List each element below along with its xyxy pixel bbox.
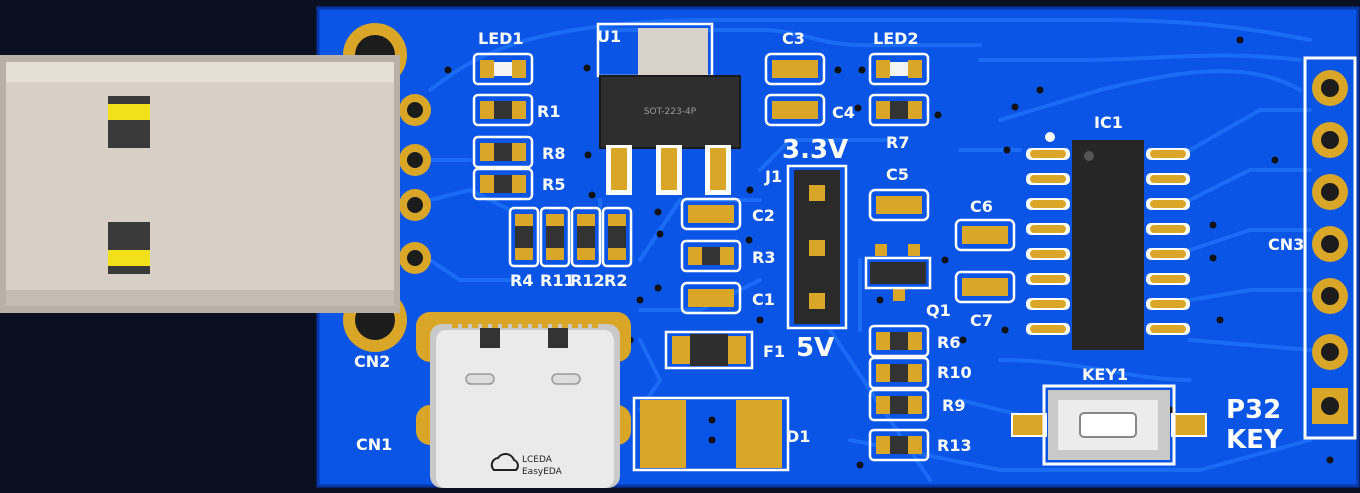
usb-a-plug bbox=[0, 55, 400, 313]
brand-easyeda: EasyEDA bbox=[522, 467, 563, 477]
label-r3: R3 bbox=[752, 248, 775, 267]
label-r9: R9 bbox=[942, 396, 965, 415]
label-d1: D1 bbox=[786, 427, 810, 446]
label-c3: C3 bbox=[782, 29, 805, 48]
resistors-left bbox=[472, 93, 534, 201]
label-r10: R10 bbox=[937, 363, 972, 382]
key1-button bbox=[1011, 384, 1207, 466]
label-c6: C6 bbox=[970, 197, 993, 216]
label-r11: R11 bbox=[540, 271, 575, 290]
jumper-j1 bbox=[786, 164, 848, 330]
label-j1: J1 bbox=[764, 167, 782, 186]
label-r8: R8 bbox=[542, 144, 565, 163]
transistor-q1 bbox=[864, 244, 932, 301]
cloud-logo-icon bbox=[490, 453, 519, 471]
label-q1: Q1 bbox=[926, 301, 951, 320]
label-key: KEY bbox=[1226, 425, 1284, 455]
brand-lceda: LCEDA bbox=[522, 455, 553, 465]
led2-r7 bbox=[868, 52, 930, 127]
label-ic1: IC1 bbox=[1094, 113, 1123, 132]
diode-d1 bbox=[632, 396, 790, 472]
label-r5: R5 bbox=[542, 175, 565, 194]
label-c2: C2 bbox=[752, 206, 775, 225]
caps-c3-c4 bbox=[764, 52, 826, 127]
label-f1: F1 bbox=[763, 342, 785, 361]
fuse-f1 bbox=[664, 330, 754, 370]
label-r7: R7 bbox=[886, 133, 909, 152]
label-cn2: CN2 bbox=[354, 352, 390, 371]
resistors-bottom bbox=[868, 324, 930, 462]
label-r1: R1 bbox=[537, 102, 560, 121]
cn3-header bbox=[1303, 56, 1357, 440]
silkscreen: LED1 R1 R8 R5 R4 R11 R12 R2 U1 C3 C4 LED… bbox=[354, 27, 1304, 455]
traces bbox=[428, 18, 1312, 482]
label-c4: C4 bbox=[832, 103, 855, 122]
label-r13: R13 bbox=[937, 436, 972, 455]
usbc-pins bbox=[452, 316, 598, 328]
caps-c2-r3-c1 bbox=[680, 197, 742, 315]
ic1-chip bbox=[1026, 132, 1190, 350]
u1-regulator: SOT-223-4P bbox=[596, 22, 741, 195]
label-c5: C5 bbox=[886, 165, 909, 184]
cap-c5 bbox=[868, 188, 930, 222]
caps-c6-c7 bbox=[954, 218, 1016, 304]
label-v5: 5V bbox=[796, 333, 834, 363]
label-led1: LED1 bbox=[478, 29, 524, 48]
label-key1: KEY1 bbox=[1082, 365, 1128, 384]
label-cn1: CN1 bbox=[356, 435, 392, 454]
label-v33: 3.3V bbox=[782, 135, 848, 165]
label-r4: R4 bbox=[510, 271, 533, 290]
label-cn3: CN3 bbox=[1268, 235, 1304, 254]
label-r6: R6 bbox=[937, 333, 960, 352]
label-c1: C1 bbox=[752, 290, 775, 309]
label-p32: P32 bbox=[1226, 395, 1281, 425]
label-r2: R2 bbox=[604, 271, 627, 290]
cn1-usbc: LCEDA EasyEDA bbox=[416, 312, 631, 488]
label-c7: C7 bbox=[970, 311, 993, 330]
resistors-vertical bbox=[508, 206, 633, 268]
led1 bbox=[472, 52, 534, 86]
u1-package-text: SOT-223-4P bbox=[644, 107, 697, 117]
label-r12: R12 bbox=[570, 271, 605, 290]
label-led2: LED2 bbox=[873, 29, 919, 48]
label-u1: U1 bbox=[597, 27, 621, 46]
